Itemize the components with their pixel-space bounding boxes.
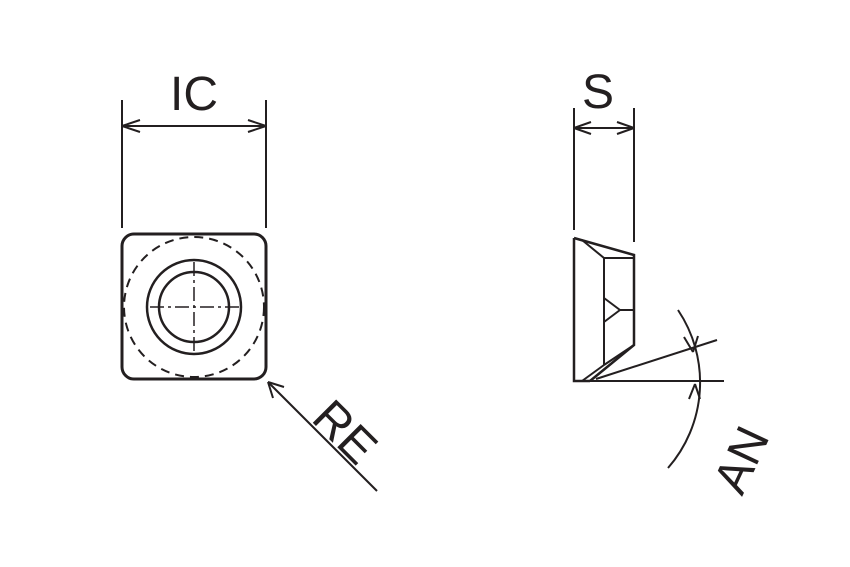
hole-outer-circle bbox=[145, 258, 243, 356]
ic-label: IC bbox=[170, 68, 218, 121]
s-dimension: S bbox=[573, 66, 635, 242]
ic-dimension: IC bbox=[121, 68, 267, 228]
s-label: S bbox=[582, 66, 614, 119]
insert-outline bbox=[120, 232, 268, 381]
re-leader: RE bbox=[267, 381, 387, 492]
inscribed-circle bbox=[123, 236, 265, 378]
re-label: RE bbox=[302, 390, 387, 475]
insert-top-view bbox=[120, 232, 268, 381]
insert-side-view bbox=[572, 236, 636, 383]
an-label: AN bbox=[704, 419, 780, 502]
an-dimension: AN bbox=[590, 309, 780, 502]
